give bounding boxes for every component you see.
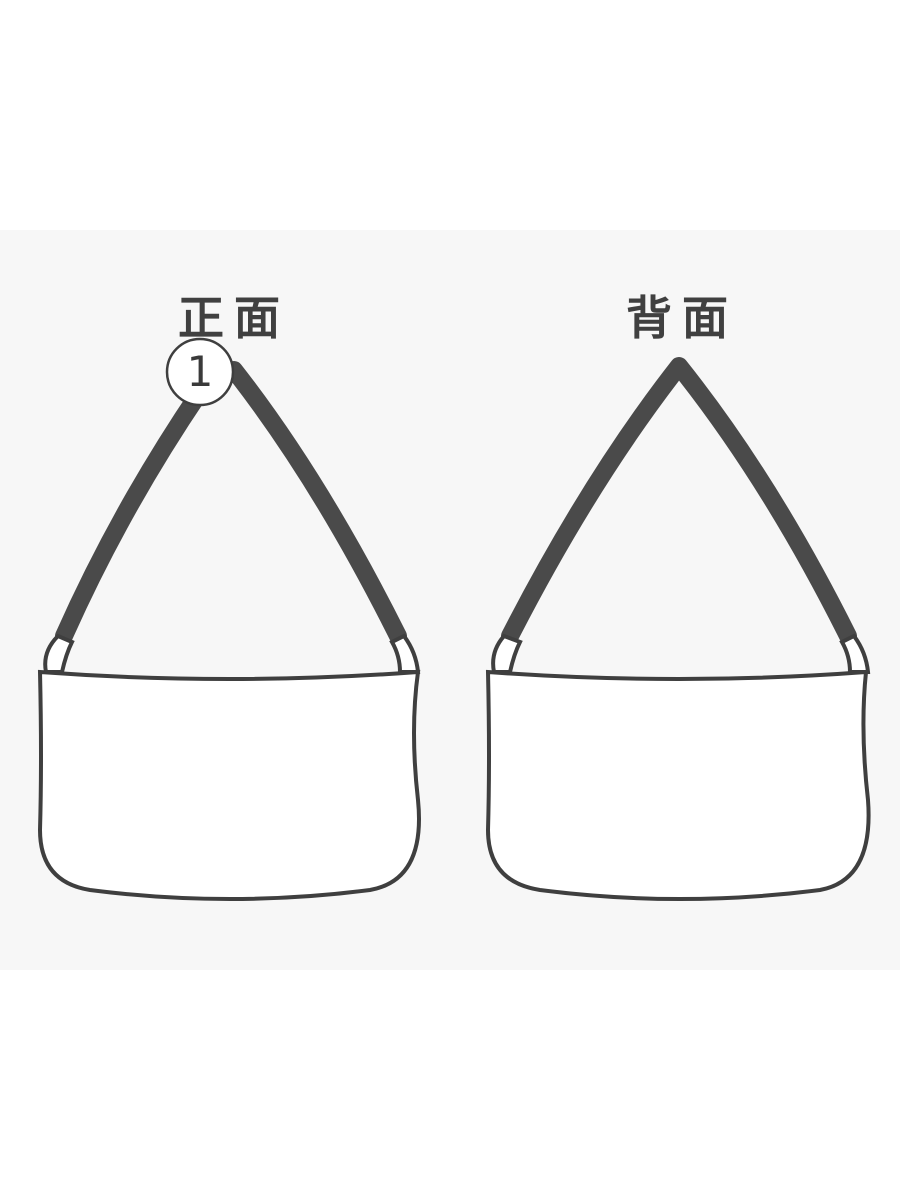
front-bag-body xyxy=(37,669,421,901)
back-bag xyxy=(485,357,871,901)
back-bag-body xyxy=(485,669,871,901)
front-view-label: 正面 xyxy=(178,291,290,345)
front-strap-right xyxy=(225,361,407,645)
back-strap-loop-right xyxy=(839,633,871,674)
back-strap-loop-left xyxy=(491,633,523,674)
front-strap-loop-right xyxy=(389,633,421,674)
back-strap xyxy=(501,357,857,645)
callout-number: 1 xyxy=(186,347,214,396)
front-strap-left xyxy=(55,383,209,645)
front-bag xyxy=(37,337,421,901)
callout-circle xyxy=(165,337,235,407)
front-strap-loop-left xyxy=(43,633,75,674)
back-view-label: 背面 xyxy=(626,291,738,345)
